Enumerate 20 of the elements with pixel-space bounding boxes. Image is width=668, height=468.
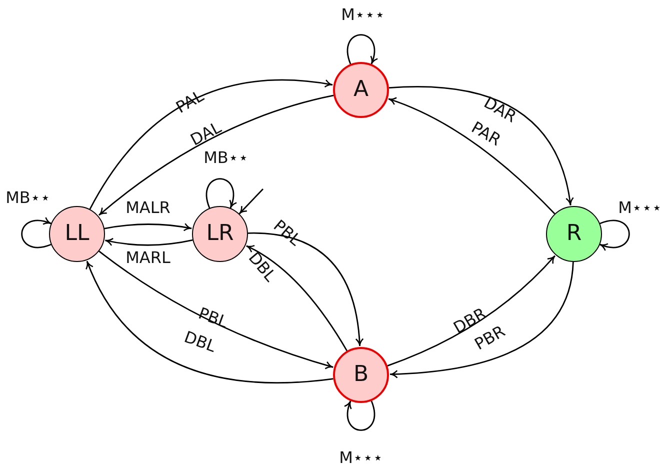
edge-label: MALR [126,200,170,216]
state-circle [546,206,602,262]
state-circle [192,206,248,262]
edge-label: PAL [174,88,206,116]
edge-label: MB⋆⋆ [204,150,248,166]
edge-label: MARL [126,250,170,266]
edge-label: MB⋆⋆ [6,190,50,206]
edge-label: M⋆⋆⋆ [618,200,662,216]
state-label: LL [64,223,90,245]
state-circle [49,206,105,262]
edge-label: DBL [182,328,218,356]
edge-label: M⋆⋆⋆ [339,450,383,466]
state-label: B [353,364,369,386]
edge-label: PBL [196,305,230,331]
state-label: R [566,223,582,245]
state-label: LR [206,223,234,245]
edge-label: M⋆⋆⋆ [341,7,385,23]
edge-label: DAL [188,119,224,149]
state-label: A [353,79,369,101]
edge-label: PBL [270,217,304,249]
